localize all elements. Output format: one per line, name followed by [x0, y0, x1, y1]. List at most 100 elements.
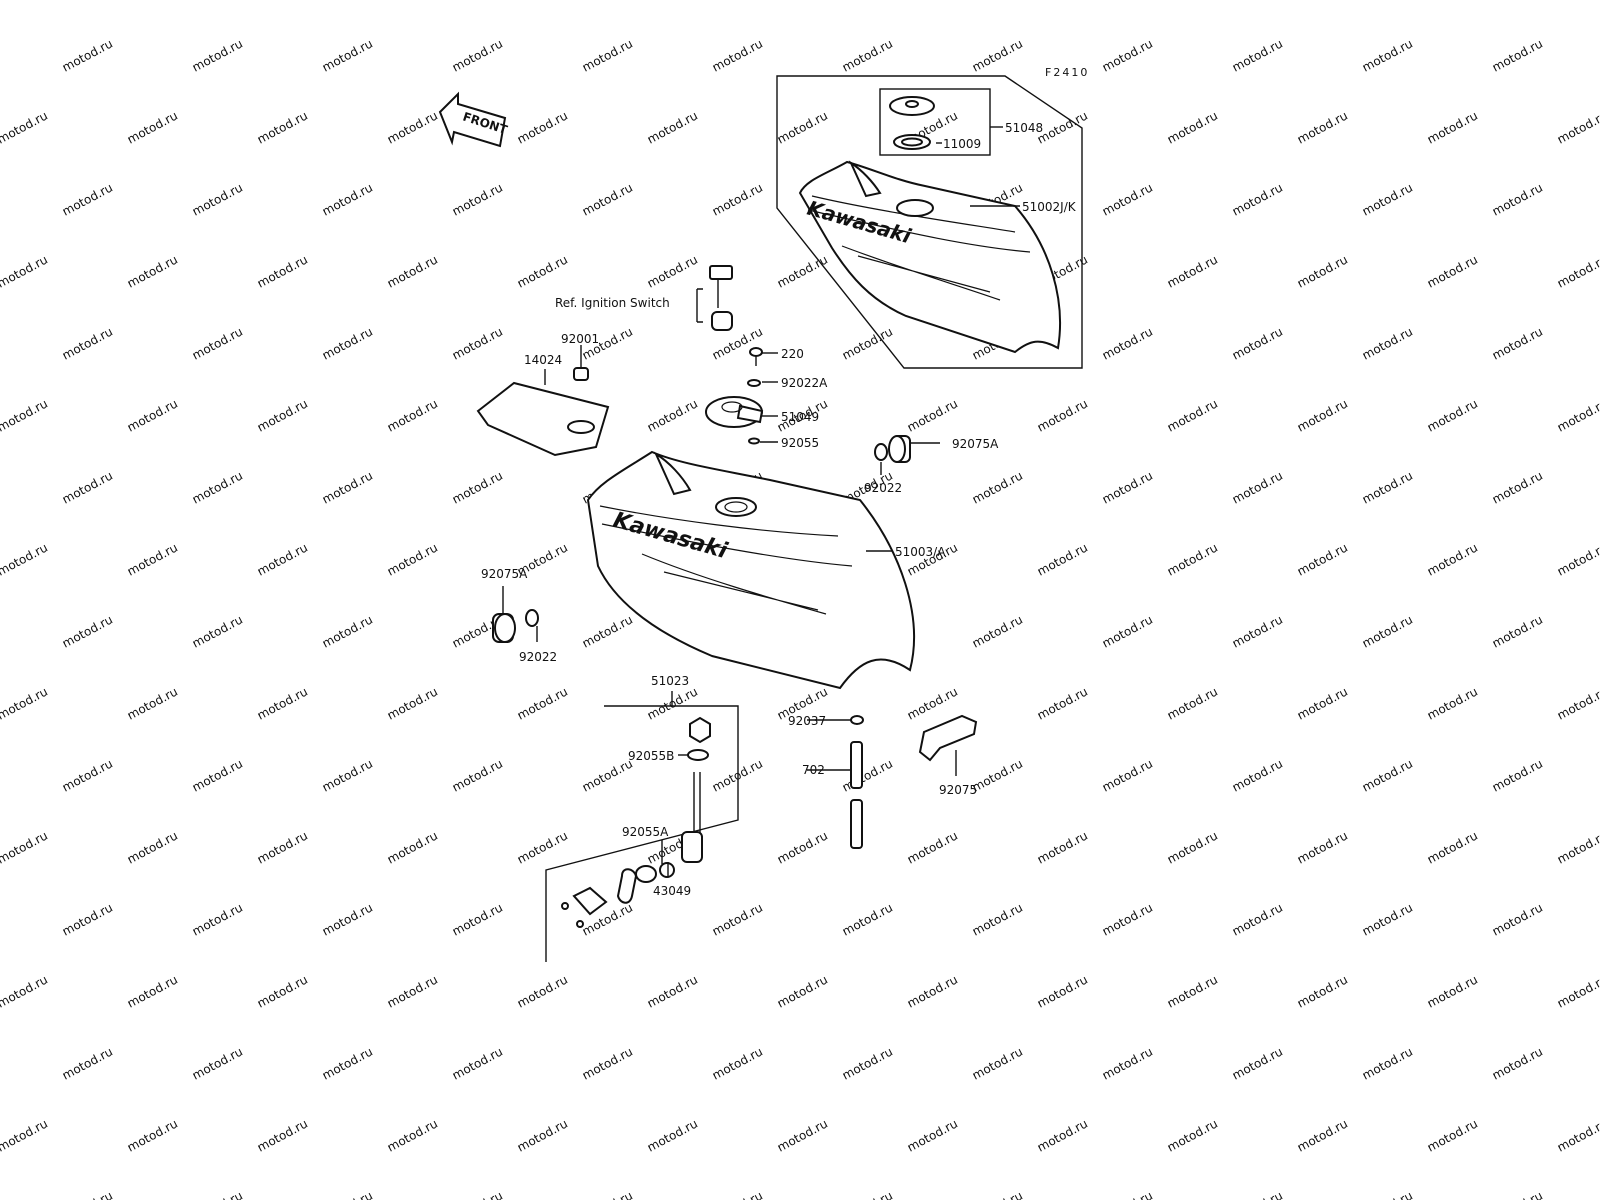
- cap-assy-box: [879, 88, 991, 156]
- watermark-text: motod.ru: [0, 0, 50, 3]
- watermark-text: motod.ru: [1230, 756, 1285, 794]
- watermark-text: motod.ru: [710, 1188, 765, 1200]
- watermark-text: motod.ru: [1555, 396, 1600, 434]
- watermark-text: motod.ru: [1035, 972, 1090, 1010]
- watermark-text: motod.ru: [1165, 972, 1220, 1010]
- watermark-text: motod.ru: [1295, 108, 1350, 146]
- watermark-text: motod.ru: [1295, 828, 1350, 866]
- watermark-text: motod.ru: [1295, 0, 1350, 3]
- watermark-text: motod.ru: [1490, 612, 1545, 650]
- watermark-text: motod.ru: [255, 396, 310, 434]
- watermark-text: motod.ru: [1490, 36, 1545, 74]
- watermark-text: motod.ru: [255, 1116, 310, 1154]
- watermark-text: motod.ru: [840, 1044, 895, 1082]
- watermark-text: motod.ru: [645, 252, 700, 290]
- watermark-text: motod.ru: [840, 36, 895, 74]
- watermark-text: motod.ru: [580, 36, 635, 74]
- oring-92055-icon: [748, 437, 760, 445]
- callout-92001: 92001: [561, 332, 599, 346]
- watermark-text: motod.ru: [190, 36, 245, 74]
- callout-51048: 51048: [1005, 121, 1043, 135]
- watermark-text: motod.ru: [580, 612, 635, 650]
- watermark-text: motod.ru: [0, 684, 50, 722]
- watermark-text: motod.ru: [1230, 612, 1285, 650]
- watermark-text: motod.ru: [0, 972, 50, 1010]
- watermark-text: motod.ru: [645, 1116, 700, 1154]
- main-fuel-tank: Kawasaki: [586, 450, 915, 690]
- watermark-text: motod.ru: [125, 252, 180, 290]
- watermark-text: motod.ru: [450, 324, 505, 362]
- watermark-text: motod.ru: [970, 1044, 1025, 1082]
- ref-bracket: [696, 288, 703, 323]
- watermark-text: motod.ru: [385, 108, 440, 146]
- watermark-text: motod.ru: [905, 1116, 960, 1154]
- watermark-text: motod.ru: [1165, 0, 1220, 3]
- watermark-text: motod.ru: [60, 324, 115, 362]
- watermark-text: motod.ru: [710, 1044, 765, 1082]
- watermark-text: motod.ru: [60, 612, 115, 650]
- watermark-text: motod.ru: [775, 828, 830, 866]
- callout-11009: 11009: [943, 137, 981, 151]
- watermark-text: motod.ru: [840, 756, 895, 794]
- ignition-cover-51049: [705, 396, 764, 428]
- watermark-text: motod.ru: [320, 324, 375, 362]
- watermark-text: motod.ru: [515, 972, 570, 1010]
- watermark-text: motod.ru: [450, 1188, 505, 1200]
- watermark-text: motod.ru: [385, 972, 440, 1010]
- clamp-92037-icon: [850, 715, 864, 725]
- watermark-text: motod.ru: [0, 108, 50, 146]
- watermark-text: motod.ru: [320, 468, 375, 506]
- watermark-text: motod.ru: [515, 108, 570, 146]
- callout-92022a: 92022A: [781, 376, 828, 390]
- watermark-text: motod.ru: [190, 1188, 245, 1200]
- watermark-text: motod.ru: [255, 684, 310, 722]
- watermark-text: motod.ru: [1425, 540, 1480, 578]
- hose-702: [850, 741, 863, 849]
- watermark-text: motod.ru: [1490, 180, 1545, 218]
- watermark-text: motod.ru: [1360, 324, 1415, 362]
- watermark-text: motod.ru: [1295, 684, 1350, 722]
- watermark-text: motod.ru: [255, 540, 310, 578]
- watermark-text: motod.ru: [0, 252, 50, 290]
- callout-702: 702: [802, 763, 825, 777]
- watermark-text: motod.ru: [60, 1188, 115, 1200]
- watermark-text: motod.ru: [190, 180, 245, 218]
- watermark-text: motod.ru: [515, 828, 570, 866]
- watermark-text: motod.ru: [1165, 540, 1220, 578]
- watermark-text: motod.ru: [450, 180, 505, 218]
- watermark-text: motod.ru: [1555, 540, 1600, 578]
- watermark-text: motod.ru: [1555, 972, 1600, 1010]
- watermark-text: motod.ru: [1425, 0, 1480, 3]
- bolt-220-icon: [749, 347, 763, 366]
- watermark-text: motod.ru: [1230, 1188, 1285, 1200]
- side-cover-14024: [476, 381, 610, 457]
- watermark-text: motod.ru: [1035, 540, 1090, 578]
- watermark-text: motod.ru: [1230, 36, 1285, 74]
- watermark-text: motod.ru: [1490, 1044, 1545, 1082]
- watermark-text: motod.ru: [1490, 468, 1545, 506]
- callout-92055a: 92055A: [622, 825, 669, 839]
- watermark-text: motod.ru: [1425, 252, 1480, 290]
- watermark-text: motod.ru: [255, 0, 310, 3]
- watermark-text: motod.ru: [450, 756, 505, 794]
- watermark-text: motod.ru: [320, 180, 375, 218]
- figure-code: F2410: [1045, 66, 1089, 79]
- watermark-text: motod.ru: [1100, 900, 1155, 938]
- watermark-text: motod.ru: [1100, 36, 1155, 74]
- watermark-text: motod.ru: [970, 36, 1025, 74]
- watermark-text: motod.ru: [320, 1044, 375, 1082]
- watermark-text: motod.ru: [1295, 1116, 1350, 1154]
- watermark-text: motod.ru: [1100, 324, 1155, 362]
- watermark-text: motod.ru: [840, 1188, 895, 1200]
- watermark-text: motod.ru: [320, 36, 375, 74]
- watermark-text: motod.ru: [1425, 1116, 1480, 1154]
- watermark-text: motod.ru: [1100, 468, 1155, 506]
- watermark-text: motod.ru: [1230, 1044, 1285, 1082]
- watermark-text: motod.ru: [1490, 900, 1545, 938]
- watermark-text: motod.ru: [1425, 396, 1480, 434]
- watermark-text: motod.ru: [60, 180, 115, 218]
- watermark-text: motod.ru: [645, 396, 700, 434]
- washer-92022a-icon: [747, 379, 761, 387]
- bracket-92075: [918, 714, 978, 762]
